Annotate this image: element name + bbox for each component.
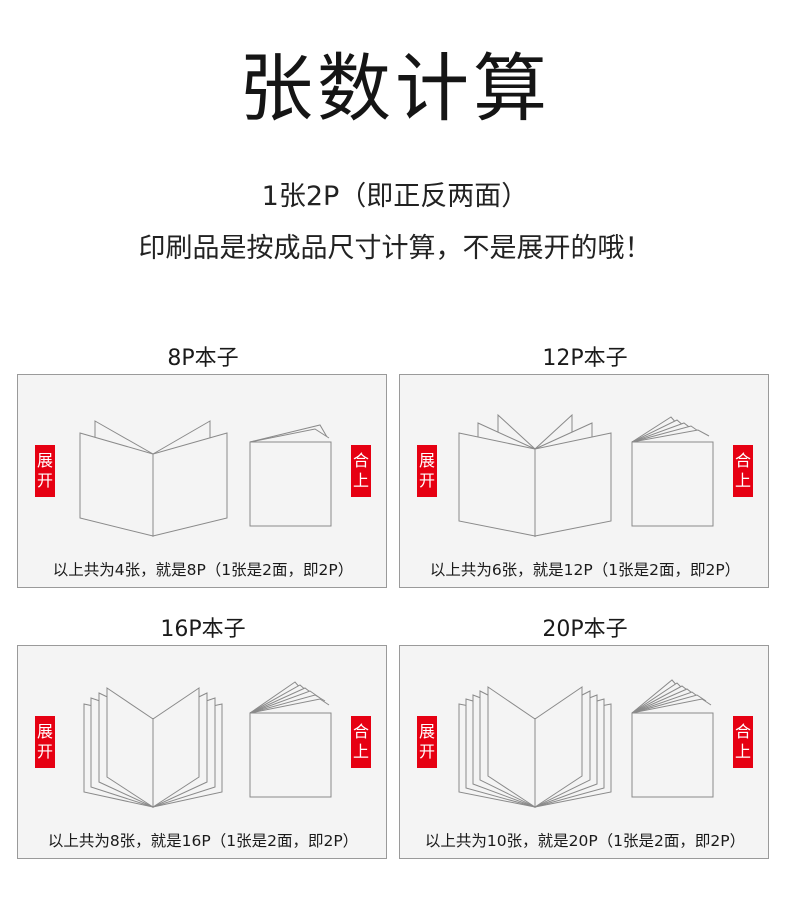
open-book-illustration <box>458 413 714 538</box>
card-16p: 展开 合上 以上共为8张，就是16P（1张是2面，即2P） <box>17 645 387 859</box>
card-caption: 以上共为6张，就是12P（1张是2面，即2P） <box>429 561 741 579</box>
card-caption: 以上共为4张，就是8P（1张是2面，即2P） <box>52 561 354 579</box>
card-12p: 展开 合上 以上共为6张，就是12P（1张是2面，即2P） <box>399 374 769 588</box>
open-label: 展开 <box>35 716 55 768</box>
open-label: 展开 <box>35 445 55 497</box>
closed-label: 合上 <box>733 716 753 768</box>
open-book-illustration <box>83 681 332 808</box>
card-caption: 以上共为10张，就是20P（1张是2面，即2P） <box>424 832 746 850</box>
card-8p: 展开 合上 以上共为4张，就是8P（1张是2面，即2P） <box>17 374 387 588</box>
closed-label: 合上 <box>733 445 753 497</box>
page-title: 张数计算 <box>239 46 551 132</box>
closed-label: 合上 <box>351 445 371 497</box>
card-title-8p: 8P本子 <box>167 346 239 371</box>
card-caption: 以上共为8张，就是16P（1张是2面，即2P） <box>47 832 359 850</box>
open-label: 展开 <box>417 716 437 768</box>
card-20p: 展开 合上 以上共为10张，就是20P（1张是2面，即2P） <box>399 645 769 859</box>
subtitle: 1张2P（即正反两面） <box>261 181 529 212</box>
card-title-12p: 12P本子 <box>542 346 628 371</box>
open-label: 展开 <box>417 445 437 497</box>
card-title-16p: 16P本子 <box>160 617 246 642</box>
note: 印刷品是按成品尺寸计算，不是展开的哦！ <box>138 233 652 264</box>
closed-label: 合上 <box>351 716 371 768</box>
card-title-20p: 20P本子 <box>542 617 628 642</box>
open-book-illustration <box>79 420 332 537</box>
open-book-illustration <box>458 679 714 808</box>
